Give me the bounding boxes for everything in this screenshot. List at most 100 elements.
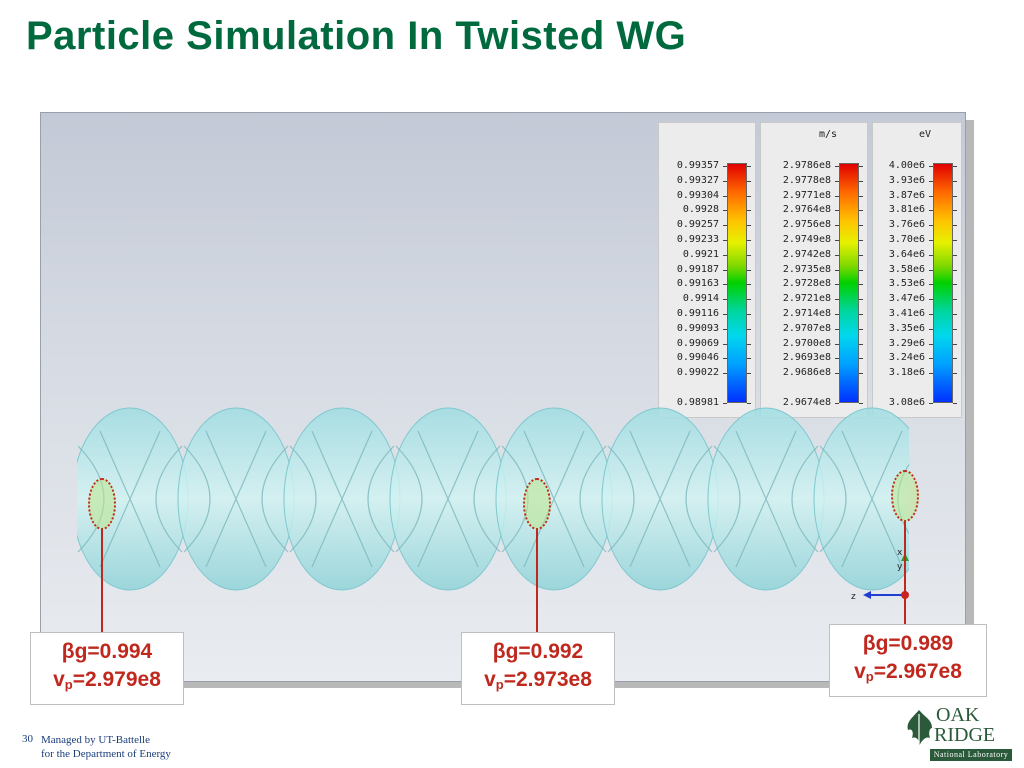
legend-tick xyxy=(859,328,863,330)
legend-tick xyxy=(953,299,957,301)
legend-tick xyxy=(747,299,751,301)
legend-tick xyxy=(723,210,727,212)
legend-tick xyxy=(835,195,839,197)
legend-tick xyxy=(747,358,751,360)
legend-label: 2.9786e8 xyxy=(782,160,831,171)
legend-tick xyxy=(835,343,839,345)
legend-tick xyxy=(723,195,727,197)
marker-ellipse-3 xyxy=(891,470,919,522)
legend-tick xyxy=(747,373,751,375)
legend-tick xyxy=(929,343,933,345)
legend-tick xyxy=(747,328,751,330)
legend-tick xyxy=(859,166,863,167)
legend-label: 2.9714e8 xyxy=(782,308,831,319)
legend-tick xyxy=(835,299,839,301)
legend-tick xyxy=(929,328,933,330)
legend-tick xyxy=(859,254,863,256)
legend-label: 2.9735e8 xyxy=(782,263,831,275)
legend-tick xyxy=(747,343,751,345)
legend-tick xyxy=(835,180,839,182)
legend-tick xyxy=(723,343,727,345)
legend-tick xyxy=(723,358,727,360)
legend-label: 3.93e6 xyxy=(888,174,925,186)
legend-tick xyxy=(859,225,863,227)
legend-tick xyxy=(859,180,863,182)
legend-colorbar xyxy=(933,163,953,403)
callout-line-3 xyxy=(904,522,906,626)
oak-ridge-logo: OAK RIDGE National Laboratory xyxy=(904,700,1016,762)
legend-label: 2.9778e8 xyxy=(782,174,831,186)
legend-tick xyxy=(953,269,957,271)
legend-label: 3.87e6 xyxy=(888,189,925,201)
legend-label: 0.99257 xyxy=(676,219,719,231)
legend-tick xyxy=(723,254,727,256)
legend-tick xyxy=(835,328,839,330)
page-number: 30 xyxy=(22,733,33,745)
legend-tick xyxy=(953,403,957,404)
legend-label: 2.9764e8 xyxy=(782,204,831,216)
legend-label: 3.24e6 xyxy=(888,352,925,364)
legend-tick xyxy=(747,180,751,182)
legend-tick xyxy=(859,284,863,286)
legend-label: 0.99093 xyxy=(676,322,719,334)
legend-label: 3.81e6 xyxy=(888,204,925,216)
callout-box-1: βg=0.994 vp=2.979e8 xyxy=(30,632,184,705)
legend-unit: eV xyxy=(918,129,931,140)
legend-tick xyxy=(953,180,957,182)
logo-strip: National Laboratory xyxy=(930,749,1012,761)
legend-label: 0.99357 xyxy=(676,160,719,171)
marker-ellipse-1 xyxy=(88,478,116,530)
legend-tick xyxy=(723,403,727,404)
legend-tick xyxy=(835,240,839,241)
legend-label: 2.9728e8 xyxy=(782,278,831,290)
legend-tick xyxy=(859,210,863,212)
legend-tick xyxy=(953,195,957,197)
legend-tick xyxy=(835,210,839,212)
legend-label: 0.98981 xyxy=(676,397,719,408)
legend-label: 3.70e6 xyxy=(888,234,925,245)
legend-label: 0.99046 xyxy=(676,352,719,364)
footer-text: Managed by UT-Battelle for the Departmen… xyxy=(41,733,171,761)
legend-label: 3.58e6 xyxy=(888,263,925,275)
legend-tick xyxy=(859,358,863,360)
legend-tick xyxy=(859,269,863,271)
legend-tick xyxy=(835,254,839,256)
legend-tick xyxy=(929,254,933,256)
legend-label: 2.9742e8 xyxy=(782,248,831,260)
legend-tick xyxy=(723,299,727,301)
legend-tick xyxy=(747,403,751,404)
legend-tick xyxy=(953,240,957,241)
legend-tick xyxy=(929,195,933,197)
coordinate-axes: x y z xyxy=(841,543,911,603)
legend-tick xyxy=(835,166,839,167)
legend-tick xyxy=(953,225,957,227)
legend-tick xyxy=(859,343,863,345)
legend-tick xyxy=(929,210,933,212)
legend-tick xyxy=(929,240,933,241)
legend-tick xyxy=(953,166,957,167)
legend-label: 2.9693e8 xyxy=(782,352,831,364)
legend-tick xyxy=(747,240,751,241)
legend-label: 3.29e6 xyxy=(888,337,925,349)
legend-tick xyxy=(723,166,727,167)
legend-tick xyxy=(953,373,957,375)
legend-label: 0.9921 xyxy=(682,248,719,260)
legend-label: 3.35e6 xyxy=(888,322,925,334)
legend-label: 3.41e6 xyxy=(888,308,925,319)
legend-tick xyxy=(835,358,839,360)
legend-label: 2.9707e8 xyxy=(782,322,831,334)
legend-tick xyxy=(929,373,933,375)
legend-label: 2.9700e8 xyxy=(782,337,831,349)
legend-tick xyxy=(747,284,751,286)
legend-colorbar xyxy=(727,163,747,403)
legend-tick xyxy=(929,314,933,315)
legend-label: 4.00e6 xyxy=(888,160,925,171)
legend-tick xyxy=(929,180,933,182)
legend-tick xyxy=(953,328,957,330)
legend-tick xyxy=(859,373,863,375)
legend-label: 3.64e6 xyxy=(888,248,925,260)
legend-tick xyxy=(835,225,839,227)
legend-tick xyxy=(859,195,863,197)
